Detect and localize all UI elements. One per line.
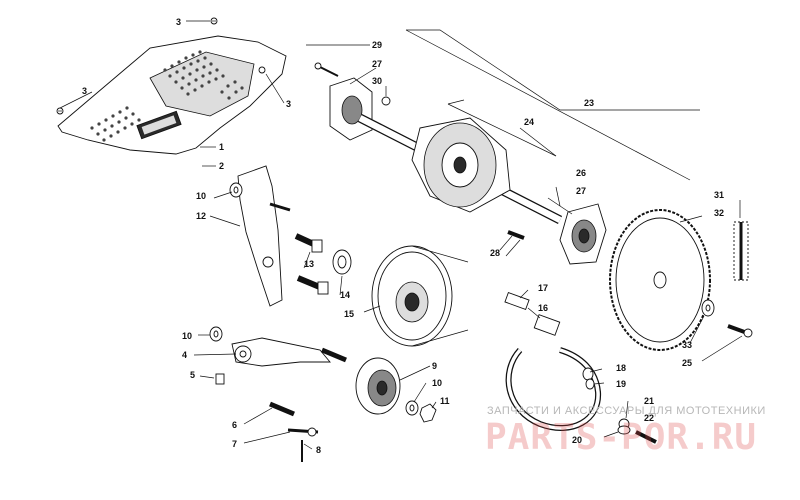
callout-3: 3 xyxy=(286,99,291,109)
callout-16: 16 xyxy=(538,303,548,313)
callout-20: 20 xyxy=(572,435,582,445)
callout-21: 21 xyxy=(644,396,654,406)
adjuster-parts xyxy=(215,373,319,462)
washers-10 xyxy=(209,182,419,416)
callout-10: 10 xyxy=(432,378,442,388)
callout-4: 4 xyxy=(182,350,187,360)
sprocket xyxy=(609,209,711,351)
callout-17: 17 xyxy=(538,283,548,293)
callout-6: 6 xyxy=(232,420,237,430)
callout-15: 15 xyxy=(344,309,354,319)
callout-11: 11 xyxy=(440,396,450,406)
mounting-bracket xyxy=(237,165,291,307)
callout-25: 25 xyxy=(682,358,692,368)
callout-3: 3 xyxy=(82,86,87,96)
callout-5: 5 xyxy=(190,370,195,380)
callout-27: 27 xyxy=(576,186,586,196)
callout-2: 2 xyxy=(219,161,224,171)
leader-lines xyxy=(59,20,743,450)
callout-19: 19 xyxy=(616,379,626,389)
callout-18: 18 xyxy=(616,363,626,373)
watermark-tagline: ЗАПЧАСТИ И АКСЕССУАРЫ ДЛЯ МОТОТЕХНИКИ xyxy=(487,405,766,417)
bearing-bolt-and-nut xyxy=(314,62,391,106)
callout-10: 10 xyxy=(182,331,192,341)
callout-29: 29 xyxy=(372,40,382,50)
callout-24: 24 xyxy=(524,117,534,127)
idler-wheel xyxy=(355,357,401,415)
perforation-pattern xyxy=(90,50,244,142)
bracket-bolts xyxy=(294,233,329,295)
callout-22: 22 xyxy=(644,413,654,423)
brake-band xyxy=(504,291,602,431)
cover-panel xyxy=(57,35,287,155)
callout-8: 8 xyxy=(316,445,321,455)
callout-14: 14 xyxy=(340,290,350,300)
callout-27: 27 xyxy=(372,59,382,69)
callout-23: 23 xyxy=(584,98,594,108)
sprocket-washer-and-bolt xyxy=(701,299,753,338)
callout-9: 9 xyxy=(432,361,437,371)
spacer-14 xyxy=(332,249,352,275)
idler-nut xyxy=(419,403,437,423)
drive-drum xyxy=(371,245,469,347)
callout-28: 28 xyxy=(490,248,500,258)
callout-33: 33 xyxy=(682,340,692,350)
callout-30: 30 xyxy=(372,76,382,86)
callout-26: 26 xyxy=(576,168,586,178)
callouts: 3 3 3 1 2 29 27 30 23 24 26 27 31 32 28 … xyxy=(82,17,724,455)
pump-rotor-assembly xyxy=(329,77,607,265)
callout-3: 3 xyxy=(176,17,181,27)
tensioner-arm xyxy=(231,337,347,367)
callout-1: 1 xyxy=(219,142,224,152)
callout-31: 31 xyxy=(714,190,724,200)
band-hardware xyxy=(582,367,657,444)
callout-7: 7 xyxy=(232,439,237,449)
callout-32: 32 xyxy=(714,208,724,218)
drive-chain xyxy=(733,221,749,281)
watermark-logo: PARTS-POR.RU xyxy=(485,417,758,458)
callout-12: 12 xyxy=(196,211,206,221)
callout-10: 10 xyxy=(196,191,206,201)
callout-13: 13 xyxy=(304,259,314,269)
